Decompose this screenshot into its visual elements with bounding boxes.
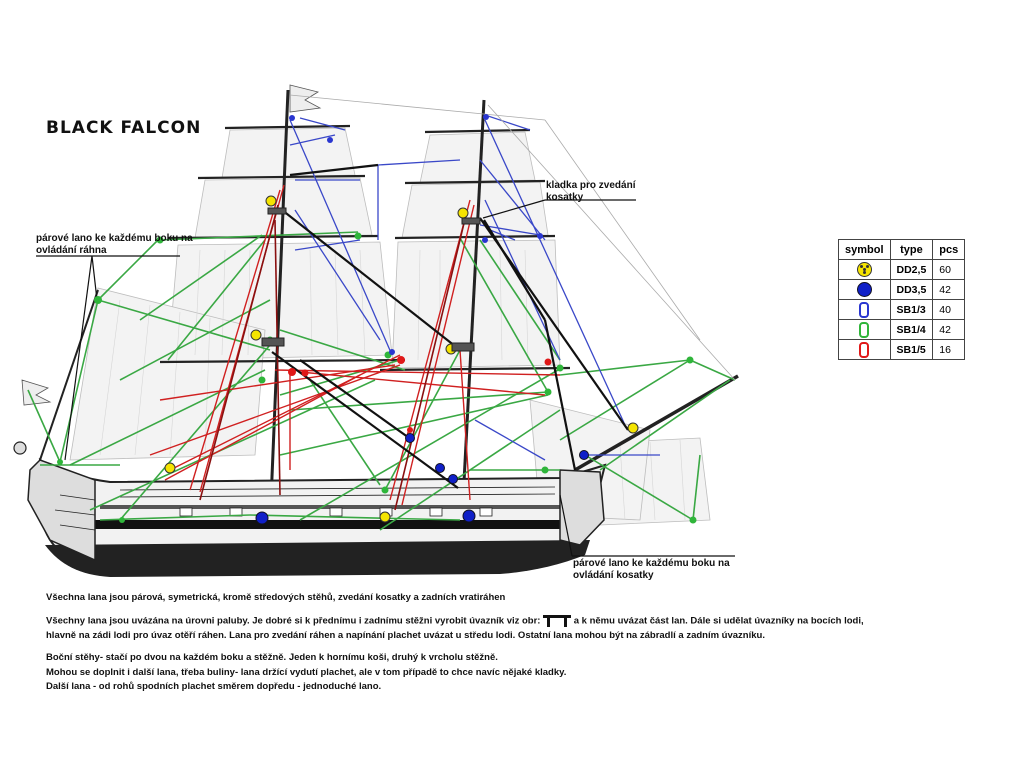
sails [69, 127, 711, 526]
rigging-notes: Všechna lana jsou párová, symetrická, kr… [46, 592, 946, 696]
legend-header-symbol: symbol [838, 239, 891, 260]
ropes-blue [289, 114, 660, 461]
legend-type: SB1/3 [889, 299, 934, 320]
legend-pcs: 42 [932, 279, 966, 300]
legend-header-pcs: pcs [932, 239, 966, 260]
note-line: Všechna lana jsou párová, symetrická, kr… [46, 592, 506, 603]
note-text: Všechny lana jsou uvázána na úrovni palu… [46, 615, 541, 627]
ropes-darkred [199, 204, 467, 511]
legend-type: DD2,5 [889, 259, 934, 280]
legend-row: DD2,5 60 [838, 259, 966, 280]
legend-header-type: type [889, 239, 934, 260]
legend-pcs: 40 [932, 299, 966, 320]
note-line: hlavně na zádi lodi pro úvaz otěří ráhen… [46, 629, 765, 641]
spanker-sail [69, 287, 266, 461]
legend-header-row: symbol type pcs [838, 239, 966, 260]
green-block-icon [57, 232, 697, 524]
note-line: Mohou se doplnit i další lana, třeba bul… [46, 666, 567, 678]
ropes-gray [289, 94, 736, 381]
legend-row: DD3,5 42 [838, 279, 966, 300]
hull [13, 441, 607, 577]
main-mast [460, 99, 486, 521]
note-text: a k němu uvázat část lan. Dále si udělat… [573, 615, 864, 627]
red-block-icon [859, 341, 870, 358]
boom [39, 289, 99, 461]
mast-flag [289, 84, 322, 113]
callout-jib-sheets: párové lano ke každému boku na ovládání … [573, 558, 730, 581]
legend-row: SB1/4 42 [838, 319, 966, 340]
yellow-deadeye-icon [856, 262, 872, 277]
blue-block-icon [289, 114, 543, 355]
legend-pcs: 16 [932, 339, 966, 360]
red-block-icon [288, 356, 552, 433]
callout-yard-braces: párové lano ke každému boku na ovládání … [36, 233, 193, 256]
diagram-title: BLACK FALCON [46, 118, 202, 138]
fittings-legend-table: symbol type pcs DD2,5 60 DD3,5 42 SB1/3 … [838, 239, 966, 360]
callout-leaders [36, 199, 735, 557]
legend-type: SB1/5 [889, 339, 934, 360]
legend-row: SB1/5 16 [838, 339, 966, 360]
masts [39, 89, 739, 526]
legend-type: DD3,5 [889, 279, 934, 300]
legend-type: SB1/4 [889, 319, 934, 340]
legend-row: SB1/3 40 [838, 299, 966, 320]
ropes-green [27, 231, 736, 531]
legend-pcs: 42 [932, 319, 966, 340]
bowsprit [574, 374, 739, 472]
blue-deadeye-icon [856, 282, 872, 297]
ship-rigging-diagram [13, 84, 739, 577]
legend-pcs: 60 [932, 259, 966, 280]
note-line: Další lana - od rohů spodních plachet sm… [46, 681, 382, 693]
belaying-rail-icon [543, 614, 572, 627]
green-block-icon [859, 321, 870, 338]
mast-tops [261, 207, 481, 352]
note-line: Boční stěhy- stačí po dvou na každém bok… [46, 652, 498, 664]
main-topgallant-sail [419, 131, 536, 184]
stern-flag [21, 379, 52, 406]
fore-mast [268, 89, 290, 526]
blue-block-icon [859, 301, 870, 318]
fore-topgallant-sail [221, 127, 356, 179]
blue-deadeye-icon [255, 433, 589, 525]
note-line: Všechny lana jsou uvázána na úrovni palu… [46, 614, 946, 628]
callout-jib-halyard-block: kladka pro zvedání kosatky [546, 180, 636, 203]
